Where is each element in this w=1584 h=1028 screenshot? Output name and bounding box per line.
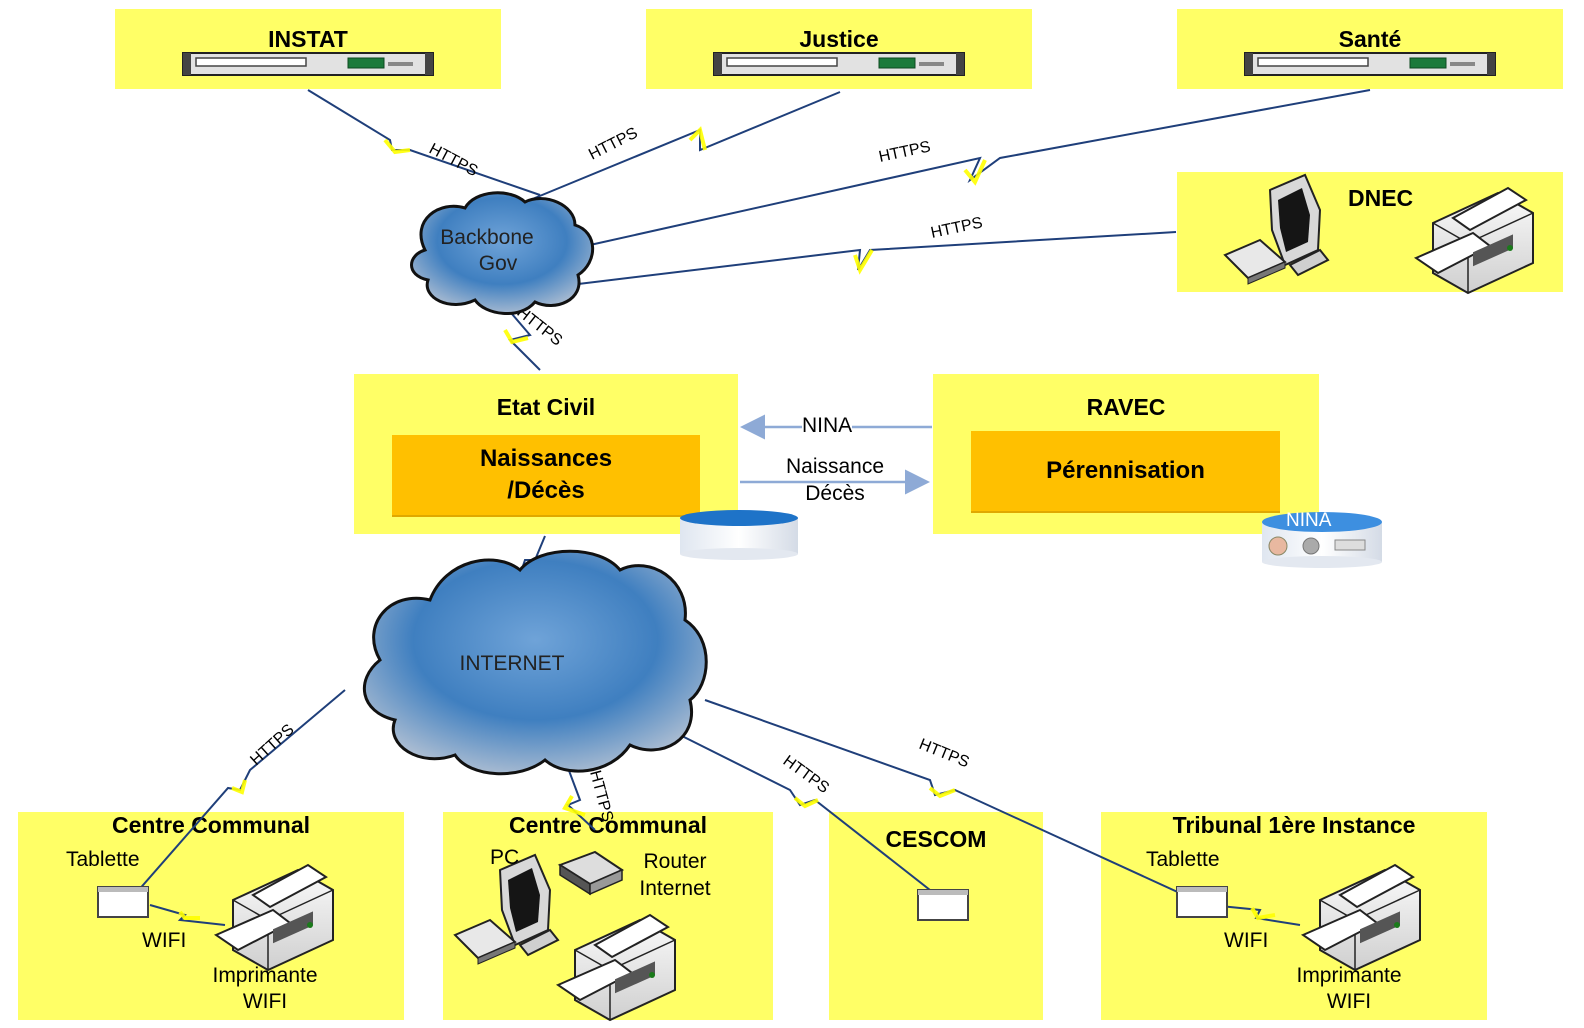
centre2-router-label-1: Router: [643, 850, 707, 873]
tribunal-tablette-label: Tablette: [1146, 848, 1220, 871]
https-label-centre2: HTTPS: [586, 769, 616, 824]
tribunal-printer-label-2: WIFI: [1326, 990, 1372, 1013]
dnec-printer-icon: [1415, 187, 1534, 294]
ravec-title: RAVEC: [1086, 394, 1166, 420]
ravec-box[interactable]: RAVEC Pérennisation: [933, 374, 1319, 534]
instat-title: INSTAT: [268, 26, 348, 52]
deces-label: /Décès: [507, 477, 585, 504]
sante-title: Santé: [1338, 26, 1402, 52]
deces-flow-label: Décès: [805, 482, 865, 505]
tribunal-box[interactable]: Tribunal 1ère Instance: [1101, 812, 1487, 1020]
centre2-pc-icon: [454, 854, 559, 965]
nina-flow-label: NINA: [802, 414, 853, 438]
naissances-deces-block[interactable]: Naissances /Décès: [392, 435, 700, 517]
etat-civil-title: Etat Civil: [496, 394, 596, 420]
centre2-router-label-2: Internet: [639, 877, 711, 900]
https-label-cescom: HTTPS: [780, 752, 832, 797]
centre2-pc-label: PC: [490, 846, 520, 869]
backbone-cloud-label-2: Gov: [479, 252, 518, 275]
tribunal-tablet-icon: [1176, 886, 1228, 918]
https-label-sante: HTTPS: [877, 138, 932, 166]
centre-communal-1-title: Centre Communal: [111, 812, 311, 838]
sante-server-icon: [1244, 52, 1496, 76]
centre1-wifi-label: WIFI: [142, 929, 187, 952]
nina-db-label: NINA: [1286, 510, 1332, 531]
https-label-tribunal: HTTPS: [917, 736, 972, 771]
dnec-computer-icon: [1224, 174, 1329, 285]
perennisation-label: Pérennisation: [1046, 457, 1205, 484]
centre-communal-2-title: Centre Communal: [508, 812, 708, 838]
backbone-cloud-label-1: Backbone: [440, 226, 533, 249]
justice-title: Justice: [799, 26, 879, 52]
centre1-printer-label-2: WIFI: [242, 990, 288, 1013]
nina-database-icon: [1262, 512, 1382, 568]
instat-server-icon: [182, 52, 434, 76]
https-label-dnec: HTTPS: [929, 214, 984, 242]
https-label-instat: HTTPS: [426, 141, 480, 181]
cescom-tablet-icon: [917, 889, 969, 921]
naissances-label: Naissances: [479, 445, 613, 472]
tribunal-printer-label-1: Imprimante: [1296, 964, 1402, 987]
cescom-title: CESCOM: [885, 826, 987, 852]
id-card-icon: [1334, 539, 1366, 551]
centre1-tablet-icon: [97, 886, 149, 918]
etat-civil-box[interactable]: Etat Civil Naissances /Décès: [354, 374, 738, 534]
centre2-router-icon: [557, 850, 625, 896]
etat-civil-database-icon: [680, 510, 798, 560]
justice-server-icon: [713, 52, 965, 76]
internet-cloud-label: INTERNET: [460, 652, 565, 675]
bottom-bolt-highlights: [178, 779, 1276, 921]
tribunal-printer-icon: [1302, 864, 1421, 971]
centre-communal-1-box[interactable]: Centre Communal: [18, 812, 404, 1020]
tribunal-wifi-label: WIFI: [1224, 929, 1269, 952]
fingerprint-icon: [1302, 537, 1320, 555]
centre2-printer-icon: [557, 914, 676, 1021]
centre1-printer-label-1: Imprimante: [212, 964, 318, 987]
backbone-cloud-icon[interactable]: Backbone Gov: [410, 191, 595, 316]
https-label-centre1: HTTPS: [247, 721, 297, 769]
dnec-title: DNEC: [1348, 185, 1414, 211]
perennisation-block[interactable]: Pérennisation: [971, 431, 1280, 513]
tribunal-title: Tribunal 1ère Instance: [1172, 812, 1416, 838]
centre1-printer-icon: [215, 864, 334, 971]
internet-cloud-icon[interactable]: INTERNET: [363, 549, 708, 776]
face-icon: [1268, 536, 1288, 556]
naissance-flow-label: Naissance: [785, 455, 885, 478]
centre1-tablette-label: Tablette: [66, 848, 140, 871]
